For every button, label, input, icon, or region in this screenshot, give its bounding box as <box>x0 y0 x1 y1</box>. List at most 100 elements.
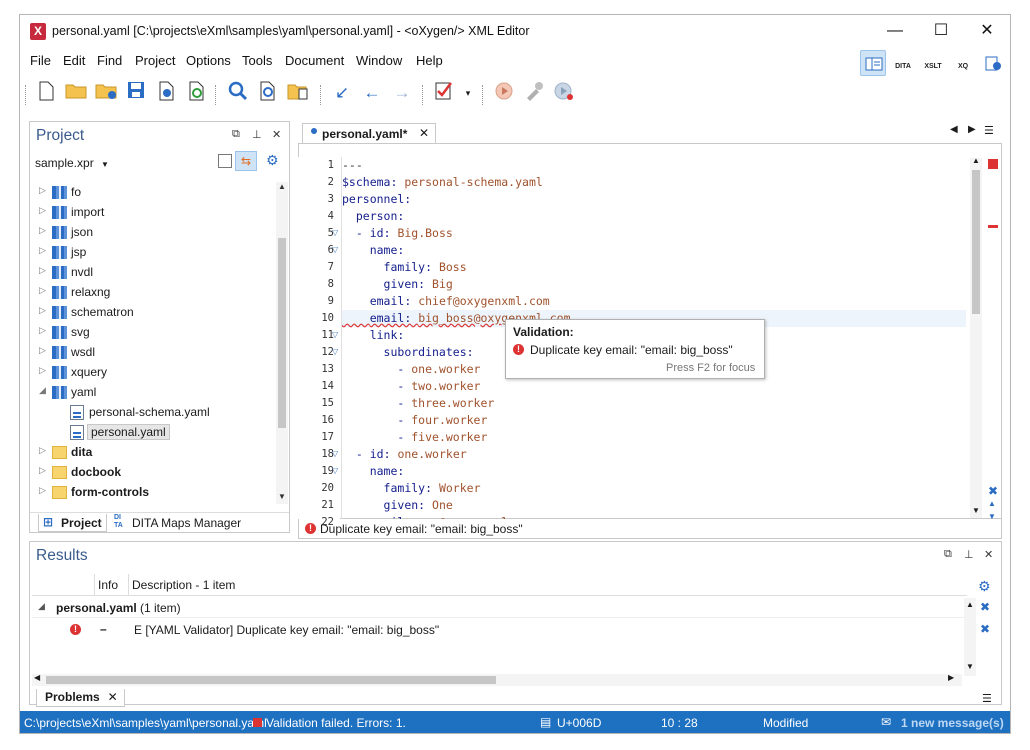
tree-item-html[interactable]: ▷html <box>30 502 274 504</box>
results-vertical-scrollbar[interactable]: ▲ ▼ <box>964 598 976 676</box>
expand-arrow-icon[interactable]: ▷ <box>39 285 46 295</box>
close-button[interactable]: ✕ <box>980 22 994 39</box>
go-to-modification-icon[interactable]: ↙ <box>334 83 350 102</box>
fold-toggle-icon[interactable]: ▽ <box>332 228 339 237</box>
expand-arrow-icon[interactable]: ▷ <box>39 245 46 255</box>
expand-arrow-icon[interactable]: ▷ <box>39 205 46 215</box>
scroll-tabs-left-icon[interactable]: ◀ <box>950 124 958 135</box>
pin-panel-icon[interactable]: ⊥ <box>964 549 974 561</box>
close-tab-icon[interactable]: ✕ <box>419 126 430 140</box>
tree-item-personal-yaml[interactable]: personal.yaml <box>30 422 274 442</box>
project-tree-scrollbar[interactable]: ▲ ▼ <box>276 182 288 504</box>
menu-help[interactable]: Help <box>416 53 443 68</box>
minimize-button[interactable]: — <box>887 22 903 39</box>
validate-icon[interactable] <box>432 81 456 105</box>
expand-arrow-icon[interactable]: ▷ <box>39 225 46 235</box>
expand-arrow-icon[interactable]: ▷ <box>39 265 46 275</box>
clear-markers-icon[interactable]: ✖ <box>988 484 999 498</box>
menu-options[interactable]: Options <box>186 53 231 68</box>
scroll-tabs-right-icon[interactable]: ▶ <box>968 124 976 135</box>
tree-item-xquery[interactable]: ▷xquery <box>30 362 274 382</box>
forward-arrow-icon[interactable]: → <box>393 83 411 102</box>
close-tab-icon[interactable]: ✕ <box>107 690 118 704</box>
tab-problems[interactable]: Problems ✕ <box>36 689 125 707</box>
open-url-icon[interactable] <box>94 81 118 105</box>
database-perspective-icon[interactable] <box>980 50 1006 76</box>
debug-scenario-icon[interactable] <box>552 81 576 105</box>
back-arrow-icon[interactable]: ← <box>363 83 381 102</box>
tab-project[interactable]: ⊞ Project <box>38 514 107 532</box>
fold-toggle-icon[interactable]: ▽ <box>332 245 339 254</box>
close-panel-icon[interactable]: ✕ <box>272 129 282 141</box>
new-file-icon[interactable] <box>34 81 58 105</box>
tree-item-form-controls[interactable]: ▷form-controls <box>30 482 274 502</box>
results-horizontal-scrollbar[interactable]: ◀ ▶ <box>32 673 962 686</box>
tree-item-wsdl[interactable]: ▷wsdl <box>30 342 274 362</box>
menu-document[interactable]: Document <box>285 53 345 68</box>
validate-dropdown-icon[interactable]: ▾ <box>465 88 471 98</box>
tree-item-personal-schema-yaml[interactable]: personal-schema.yaml <box>30 402 274 422</box>
dita-perspective-icon[interactable]: DITA <box>895 63 911 70</box>
tree-item-relaxng[interactable]: ▷relaxng <box>30 282 274 302</box>
expand-arrow-icon[interactable]: ▷ <box>39 185 46 195</box>
expand-arrow-icon[interactable]: ▷ <box>39 365 46 375</box>
menu-file[interactable]: File <box>30 53 51 68</box>
reload-icon[interactable] <box>184 81 208 105</box>
expand-arrow-icon[interactable]: ▷ <box>39 465 46 475</box>
tree-item-docbook[interactable]: ▷docbook <box>30 462 274 482</box>
tree-item-fo[interactable]: ▷fo <box>30 182 274 202</box>
error-line-marker[interactable] <box>988 225 998 228</box>
results-group-row[interactable]: ◢ personal.yaml (1 item) <box>32 598 967 618</box>
column-info[interactable]: Info <box>98 578 119 592</box>
close-panel-icon[interactable]: ✕ <box>984 549 994 561</box>
restore-panel-icon[interactable]: ⧉ <box>944 548 952 560</box>
menu-project[interactable]: Project <box>135 53 176 68</box>
tabs-menu-icon[interactable]: ☰ <box>984 125 994 137</box>
menu-edit[interactable]: Edit <box>63 53 86 68</box>
results-error-row[interactable]: ! – E [YAML Validator] Duplicate key ema… <box>32 620 967 640</box>
tree-item-jsp[interactable]: ▷jsp <box>30 242 274 262</box>
apply-transformation-icon[interactable] <box>492 81 516 105</box>
collapse-arrow-icon[interactable]: ◢ <box>39 385 46 395</box>
remove-all-results-icon[interactable]: ✖ <box>980 622 991 636</box>
tree-item-import[interactable]: ▷import <box>30 202 274 222</box>
status-validation[interactable]: Validation failed. Errors: 1. <box>266 716 406 730</box>
tree-item-svg[interactable]: ▷svg <box>30 322 274 342</box>
results-menu-icon[interactable]: ☰ <box>982 693 992 705</box>
fold-toggle-icon[interactable]: ▽ <box>332 449 339 458</box>
menu-find[interactable]: Find <box>97 53 123 68</box>
expand-arrow-icon[interactable]: ▷ <box>39 325 46 335</box>
maximize-button[interactable]: ☐ <box>933 22 949 39</box>
settings-gear-icon[interactable]: ⚙ <box>266 152 279 168</box>
error-status-marker[interactable] <box>988 159 998 169</box>
editor-perspective-icon[interactable] <box>860 50 886 76</box>
find-icon[interactable] <box>226 81 250 105</box>
status-messages[interactable]: 1 new message(s) <box>901 716 1004 730</box>
xslt-perspective-icon[interactable]: XSLT <box>924 63 942 70</box>
expand-arrow-icon[interactable]: ▷ <box>39 305 46 315</box>
next-error-icon[interactable]: ▼ <box>988 512 996 521</box>
editor-scrollbar[interactable]: ▲ ▼ <box>970 156 982 518</box>
xquery-perspective-icon[interactable]: XQ <box>957 63 969 70</box>
remove-result-icon[interactable]: ✖ <box>980 600 991 614</box>
tree-item-dita[interactable]: ▷dita <box>30 442 274 462</box>
link-with-editor-icon[interactable]: ⇆ <box>235 151 257 171</box>
configure-transformation-icon[interactable] <box>522 81 546 105</box>
expand-arrow-icon[interactable]: ▷ <box>39 445 46 455</box>
results-settings-gear-icon[interactable]: ⚙ <box>978 578 991 594</box>
tree-item-json[interactable]: ▷json <box>30 222 274 242</box>
restore-panel-icon[interactable]: ⧉ <box>232 128 240 140</box>
expand-arrow-icon[interactable]: ▷ <box>39 345 46 355</box>
menu-window[interactable]: Window <box>356 53 403 68</box>
save-to-url-icon[interactable] <box>154 81 178 105</box>
menu-tools[interactable]: Tools <box>242 53 273 68</box>
find-in-files-icon[interactable] <box>256 81 280 105</box>
fold-toggle-icon[interactable]: ▽ <box>332 466 339 475</box>
column-description[interactable]: Description - 1 item <box>132 578 236 592</box>
fold-toggle-icon[interactable]: ▽ <box>332 330 339 339</box>
tree-item-nvdl[interactable]: ▷nvdl <box>30 262 274 282</box>
open-folder-icon[interactable] <box>64 81 88 105</box>
open-resource-icon[interactable] <box>286 81 310 105</box>
